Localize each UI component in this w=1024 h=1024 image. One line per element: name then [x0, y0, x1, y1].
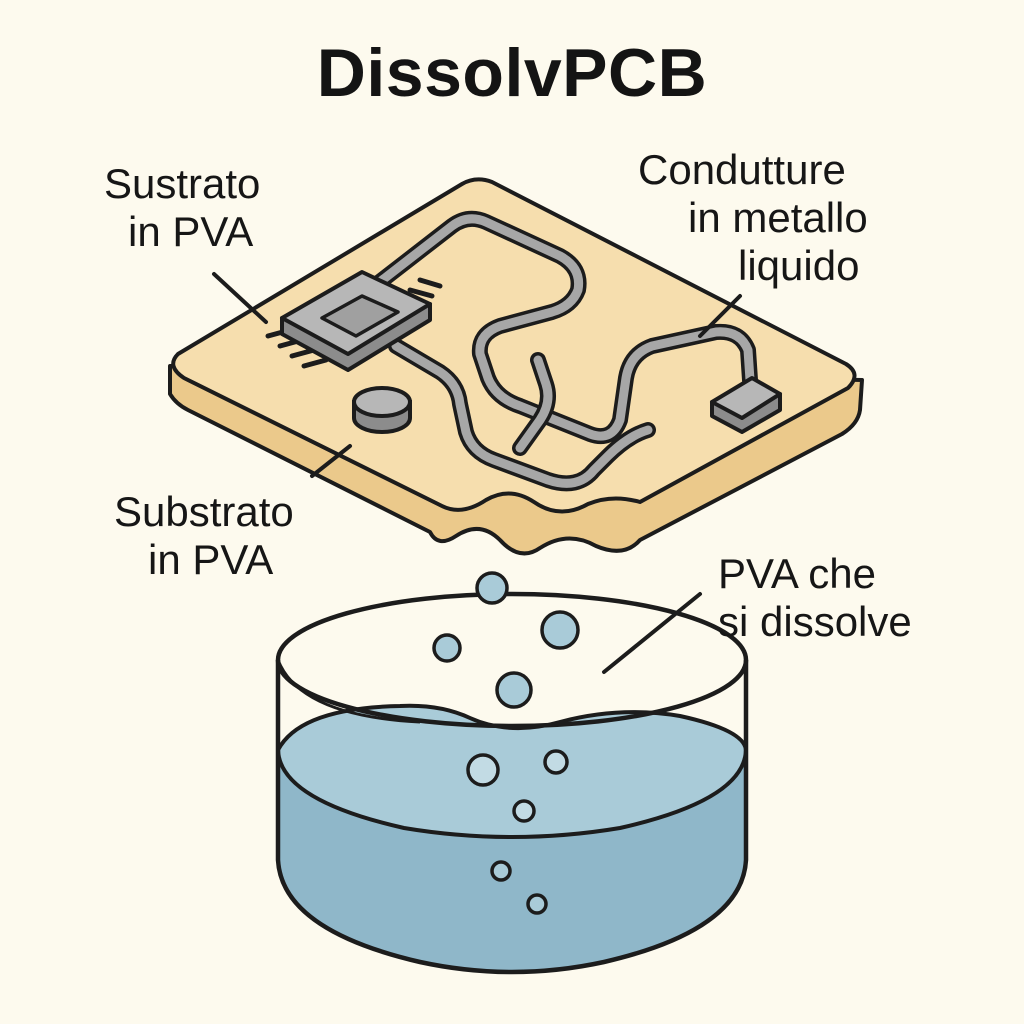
liquid-metal-traces: [364, 210, 758, 492]
pcb-board-top: [171, 177, 857, 514]
bubble-icon: [495, 671, 533, 709]
label-substrato-in-pva: Substrato in PVA: [114, 488, 294, 583]
diagram-title: DissolvPCB: [316, 35, 708, 111]
bubble-icon: [526, 893, 548, 915]
capacitor-icon: [352, 386, 412, 434]
bubbles: [432, 571, 580, 915]
bubble-icon: [432, 633, 462, 663]
label-condutture-metallo-liquido: Condutture in metallo liquido: [638, 146, 868, 289]
bubble-icon: [475, 571, 509, 605]
chip-icon: [265, 270, 443, 372]
label-pva-che-si-dissolve: PVA che si dissolve: [718, 550, 912, 645]
water-container: [275, 591, 749, 975]
bubble-icon: [466, 753, 500, 787]
bubble-icon: [540, 610, 580, 650]
bubble-icon: [490, 860, 512, 882]
bubble-icon: [543, 749, 569, 775]
connector-icon: [710, 376, 782, 434]
bubble-icon: [512, 799, 536, 823]
label-sustrato-in-pva: Sustrato in PVA: [104, 160, 261, 255]
leader-lines: [212, 272, 742, 674]
